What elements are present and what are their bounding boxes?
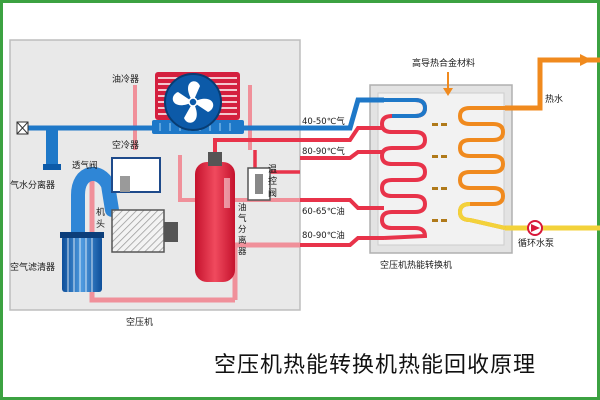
label-temp-4: 80-90℃油 — [302, 230, 345, 241]
machine-head — [111, 209, 178, 253]
label-pump: 循环水泵 — [518, 237, 554, 249]
pump-icon — [527, 220, 543, 236]
label-temp-valve-1: 温 — [268, 164, 277, 175]
svg-text:油: 油 — [238, 202, 247, 213]
pipe-hot-water-out — [505, 57, 600, 111]
label-hot-water: 热水 — [545, 93, 563, 105]
label-oil-gas-separator: 油 气 分 离 器 — [238, 202, 247, 257]
intake-duct — [71, 166, 119, 247]
label-air-cooler: 空冷器 — [112, 139, 139, 151]
label-vent-valve: 透气阀 — [72, 160, 98, 171]
exchanger-coil-right — [457, 106, 506, 230]
pipe-hot-air-out — [213, 126, 384, 152]
label-temp-valve-3: 阀 — [268, 188, 277, 199]
exchanger-coil-right-cool — [457, 202, 506, 230]
label-machine-head-1: 机 — [96, 206, 105, 218]
caption-title: 空压机热能转换机热能回收原理 — [214, 353, 536, 378]
temp-control-valve — [247, 167, 271, 201]
label-temp-valve-2: 控 — [268, 175, 277, 187]
label-temp-2: 80-90℃气 — [302, 146, 345, 157]
vent-valve — [111, 157, 161, 193]
label-air-filter: 空气滤清器 — [10, 261, 55, 273]
heat-transfer-arrows — [432, 123, 447, 222]
air-filter — [60, 232, 104, 292]
hot-water-arrow-icon — [580, 54, 592, 66]
pipe-hot-air-in — [300, 150, 384, 160]
svg-text:分: 分 — [238, 225, 247, 235]
exchanger-coil-left — [379, 98, 428, 240]
svg-text:离: 离 — [238, 235, 247, 246]
label-compressor-title: 空压机 — [126, 316, 153, 328]
pipe-oil-out — [300, 198, 384, 210]
fan-icon — [164, 73, 222, 131]
intake-valve-icon — [16, 121, 29, 135]
label-oil-cooler: 油冷器 — [112, 73, 139, 85]
label-temp-3: 60-65℃油 — [302, 206, 345, 217]
air-water-separator — [43, 126, 61, 170]
label-air-water-separator: 气水分离器 — [10, 179, 55, 191]
label-temp-1: 40-50℃气 — [302, 116, 345, 127]
label-exchanger-title: 空压机热能转换机 — [380, 259, 452, 271]
label-machine-head-2: 头 — [96, 219, 105, 230]
label-material: 高导热合金材料 — [412, 57, 475, 69]
svg-text:器: 器 — [238, 247, 247, 257]
exchanger-coil-left-cool — [384, 98, 428, 118]
oil-gas-separator — [195, 152, 235, 282]
pipe-loop-left — [89, 178, 235, 303]
pipe-oil-in — [300, 236, 384, 247]
svg-text:气: 气 — [238, 213, 247, 224]
material-pointer-arrow — [443, 88, 453, 96]
